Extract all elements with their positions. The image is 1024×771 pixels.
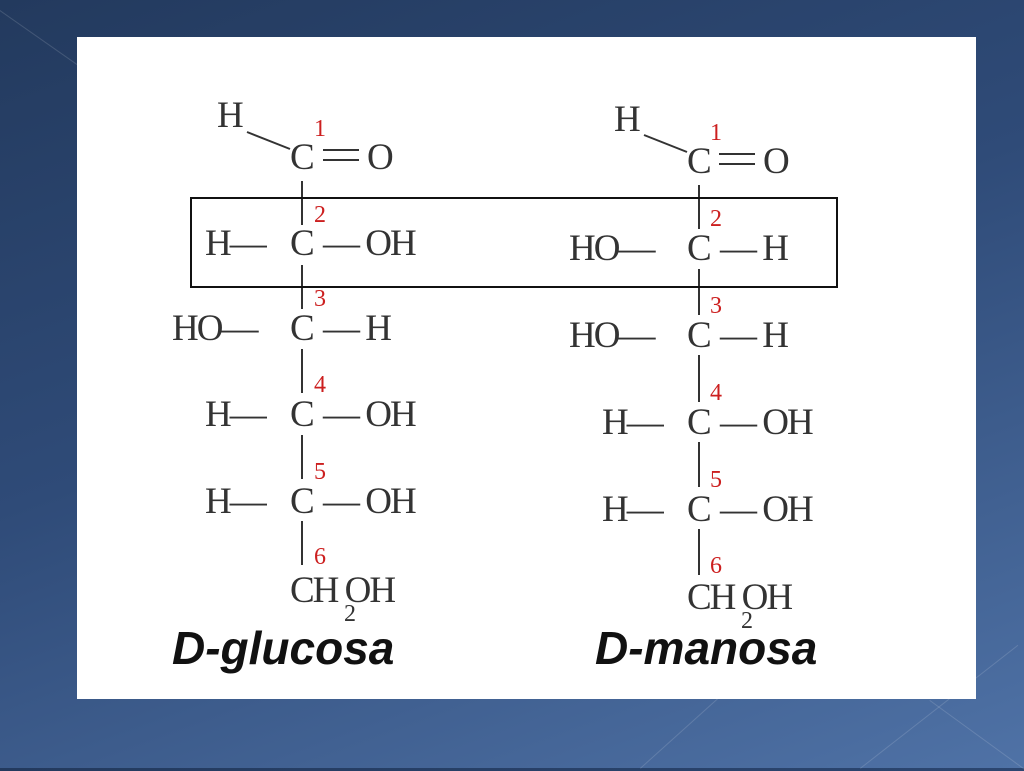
mannose-name: D-manosa xyxy=(595,622,818,674)
bond-lines xyxy=(246,131,755,575)
glucose-c3-number: 3 xyxy=(314,286,326,312)
glucose-c5-right: — OH xyxy=(323,481,417,522)
slide-canvas: H 1 C O H— 2 C — OH HO— 3 C — H H— 4 C —… xyxy=(77,37,976,699)
mannose-c2-right: — H xyxy=(720,228,789,269)
mannose-c5-carbon: C xyxy=(687,489,712,530)
glucose-c2-number: 2 xyxy=(314,202,326,228)
glucose-c6-subscript: 2 xyxy=(344,601,356,627)
glucose-c4-left: H— xyxy=(205,394,267,435)
glucose-c2-left: H— xyxy=(205,223,267,264)
mannose-c2-left: HO— xyxy=(569,228,655,269)
c2-comparison-box xyxy=(190,197,838,288)
glucose-top-h: H xyxy=(217,95,244,136)
mannose-c5-number: 5 xyxy=(710,467,722,493)
mannose-c5-left: H— xyxy=(602,489,664,530)
background-line xyxy=(929,700,1024,771)
mannose-c4-number: 4 xyxy=(710,380,722,406)
glucose-c1-number: 1 xyxy=(314,116,326,142)
mannose-c5-right: — OH xyxy=(720,489,814,530)
glucose-c5-number: 5 xyxy=(314,459,326,485)
glucose-c1-oxygen: O xyxy=(367,137,394,178)
mannose-c3-number: 3 xyxy=(710,293,722,319)
bond-h-c1 xyxy=(643,134,688,153)
mannose-c4-carbon: C xyxy=(687,402,712,443)
mannose-c2-carbon: C xyxy=(687,228,712,269)
glucose-c1-carbon: C xyxy=(290,137,315,178)
glucose-c3-right: — H xyxy=(323,308,392,349)
glucose-c2-right: — OH xyxy=(323,223,417,264)
mannose-c6-number: 6 xyxy=(710,553,722,579)
glucose-c5-carbon: C xyxy=(290,481,315,522)
glucose-name: D-glucosa xyxy=(172,622,395,674)
mannose-c1-oxygen: O xyxy=(763,141,790,182)
glucose-c4-carbon: C xyxy=(290,394,315,435)
glucose-c3-left: HO— xyxy=(172,308,258,349)
mannose-c3-carbon: C xyxy=(687,315,712,356)
glucose-c6-number: 6 xyxy=(314,544,326,570)
mannose-c6-group: CH OH xyxy=(687,577,793,618)
mannose-c1-carbon: C xyxy=(687,141,712,182)
glucose-c5-left: H— xyxy=(205,481,267,522)
mannose-c4-right: — OH xyxy=(720,402,814,443)
glucose-c2-carbon: C xyxy=(290,223,315,264)
mannose-c3-left: HO— xyxy=(569,315,655,356)
glucose-c3-carbon: C xyxy=(290,308,315,349)
mannose-top-h: H xyxy=(614,99,641,140)
mannose-c1-number: 1 xyxy=(710,120,722,146)
mannose-c4-left: H— xyxy=(602,402,664,443)
bond-h-c1 xyxy=(246,131,291,150)
mannose-c6-subscript: 2 xyxy=(741,608,753,634)
glucose-c4-right: — OH xyxy=(323,394,417,435)
glucose-c6-group: CH OH xyxy=(290,570,396,611)
mannose-c3-right: — H xyxy=(720,315,789,356)
mannose-c2-number: 2 xyxy=(710,206,722,232)
glucose-c4-number: 4 xyxy=(314,372,326,398)
